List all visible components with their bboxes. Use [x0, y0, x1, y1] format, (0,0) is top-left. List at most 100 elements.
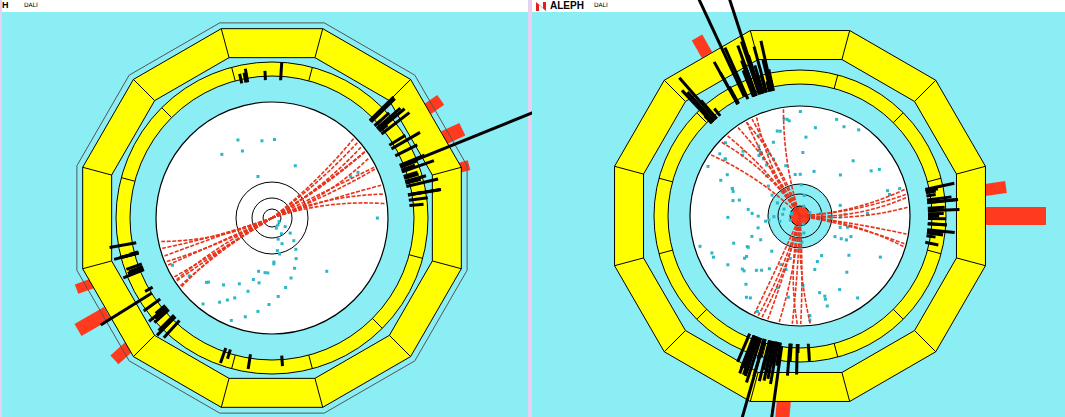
tpc-hit	[870, 169, 873, 172]
charged-track	[800, 198, 906, 217]
tpc-hit	[276, 249, 279, 252]
tpc-hit	[768, 267, 771, 270]
tpc-hit	[770, 250, 773, 253]
module-edge	[432, 167, 461, 175]
tpc-hit	[732, 242, 735, 245]
tpc-hit	[845, 238, 848, 241]
tpc-hit	[779, 130, 782, 133]
charged-track	[738, 128, 800, 216]
tpc-hit	[808, 211, 811, 214]
tpc-hit	[898, 187, 901, 190]
ecal-tower	[925, 183, 954, 189]
charged-track	[747, 122, 800, 216]
module-edge	[659, 250, 673, 254]
tpc-hit	[771, 194, 774, 197]
module-edge	[372, 318, 382, 328]
tpc-hit	[799, 110, 802, 113]
ecal-ring	[654, 70, 946, 362]
tpc-hit	[842, 125, 845, 128]
panel-ground	[2, 0, 528, 417]
tpc-hit	[218, 301, 221, 304]
tpc-hit	[789, 257, 792, 260]
ecal-tower	[928, 224, 947, 225]
tpc-hit	[698, 245, 701, 248]
tpc-hit	[284, 225, 287, 228]
ecal-tower	[110, 243, 137, 248]
tpc-hit	[799, 173, 802, 176]
tpc-hit	[790, 212, 793, 215]
tpc-hit	[878, 168, 881, 171]
tpc-hit	[823, 295, 826, 298]
module-edge	[309, 355, 313, 369]
tpc-hit	[747, 246, 750, 249]
ecal-tower	[227, 350, 230, 359]
tpc-hit	[879, 256, 882, 259]
tpc-hit	[800, 183, 803, 186]
tpc-hit	[284, 286, 287, 289]
charged-track	[754, 216, 800, 314]
charged-track	[272, 152, 365, 218]
ecal-tower	[281, 63, 282, 80]
tpc-hit	[745, 296, 748, 299]
ecal-tower	[728, 343, 764, 417]
charged-track	[272, 147, 361, 218]
tpc-hit	[233, 296, 236, 299]
charged-track	[176, 218, 272, 280]
tpc-hit	[275, 227, 278, 230]
tpc-hit	[784, 164, 787, 167]
ecal-tower	[128, 267, 143, 273]
ecal-tower	[370, 97, 394, 121]
tpc-hit	[731, 199, 734, 202]
tpc-hit	[803, 194, 806, 197]
tpc-hit	[790, 213, 793, 216]
tpc-hit	[741, 268, 744, 271]
tpc-hit	[804, 136, 807, 139]
tpc-hit	[781, 213, 784, 216]
tpc-hit	[278, 220, 281, 223]
tpc-hit	[207, 281, 210, 284]
tpc-hit	[264, 271, 267, 274]
tpc-hit	[802, 223, 805, 226]
tpc-hit	[749, 296, 752, 299]
tpc-hit	[759, 238, 762, 241]
ecal-tower	[101, 293, 152, 325]
ecal-ring	[116, 62, 428, 374]
ecal-tower	[391, 132, 420, 149]
tpc-hit	[888, 193, 891, 196]
tpc-hit	[839, 204, 842, 207]
hcal-inner-edge	[644, 60, 957, 373]
tpc-hit	[732, 190, 735, 193]
ecal-tower	[787, 344, 790, 376]
charged-track	[160, 218, 272, 242]
ecal-tower	[280, 356, 284, 366]
tpc-hit	[783, 208, 786, 211]
tpc-hit	[277, 295, 280, 298]
tpc-hit	[256, 175, 259, 178]
tpc-hit	[290, 277, 293, 280]
tpc-hit	[289, 232, 292, 235]
tpc-hit	[764, 220, 767, 223]
module-edge	[83, 261, 112, 269]
ecal-tower	[716, 0, 759, 90]
ecal-tower	[928, 209, 960, 210]
tpc-hit	[814, 126, 817, 129]
tpc-hit	[294, 164, 297, 167]
charged-track	[800, 207, 908, 217]
ecal-tower	[145, 287, 152, 291]
module-edge	[133, 79, 154, 100]
tpc-hit	[820, 254, 823, 257]
tpc-hit	[724, 157, 727, 160]
tpc-hit	[813, 170, 816, 173]
module-edge	[315, 378, 323, 407]
panel-ground	[532, 0, 1065, 417]
tpc-hit	[786, 118, 789, 121]
ecal-tower	[928, 224, 947, 225]
module-edge	[893, 309, 903, 319]
tpc-hit	[838, 288, 841, 291]
tpc-hit	[272, 261, 275, 264]
module-edge	[121, 178, 135, 182]
module-edge	[664, 331, 685, 352]
module-edge	[956, 166, 985, 174]
charged-track	[800, 216, 811, 324]
module-edge	[842, 372, 850, 401]
